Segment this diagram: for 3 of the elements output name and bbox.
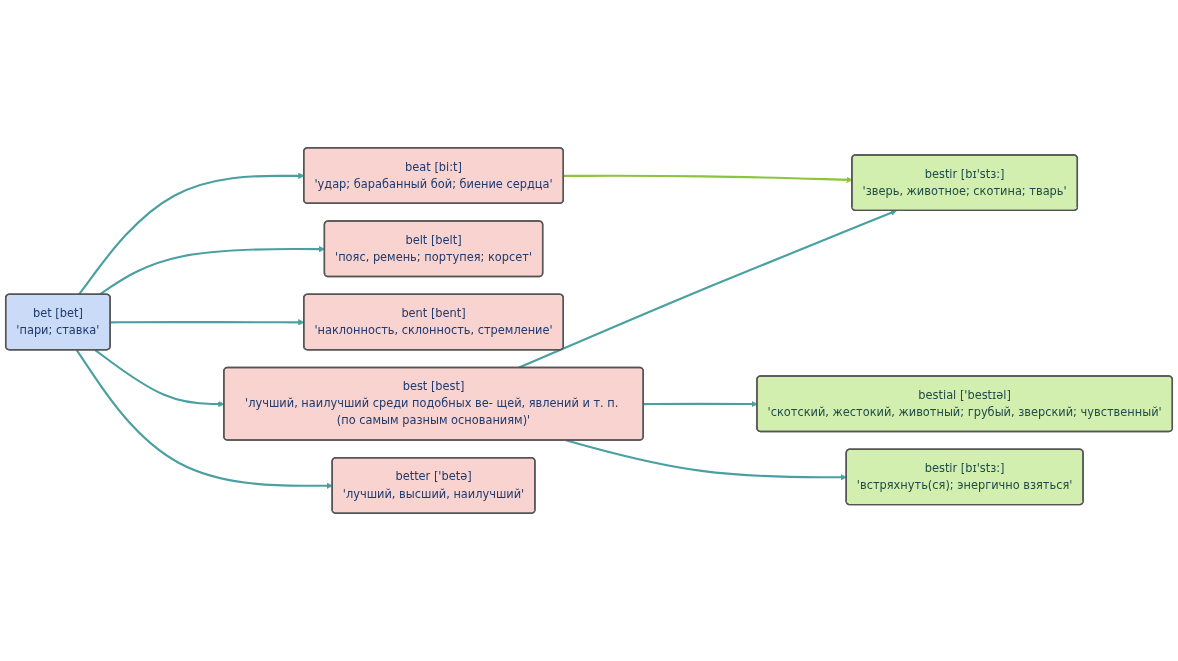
arrow — [518, 209, 897, 369]
arrow — [565, 439, 847, 481]
arrow — [75, 349, 333, 489]
